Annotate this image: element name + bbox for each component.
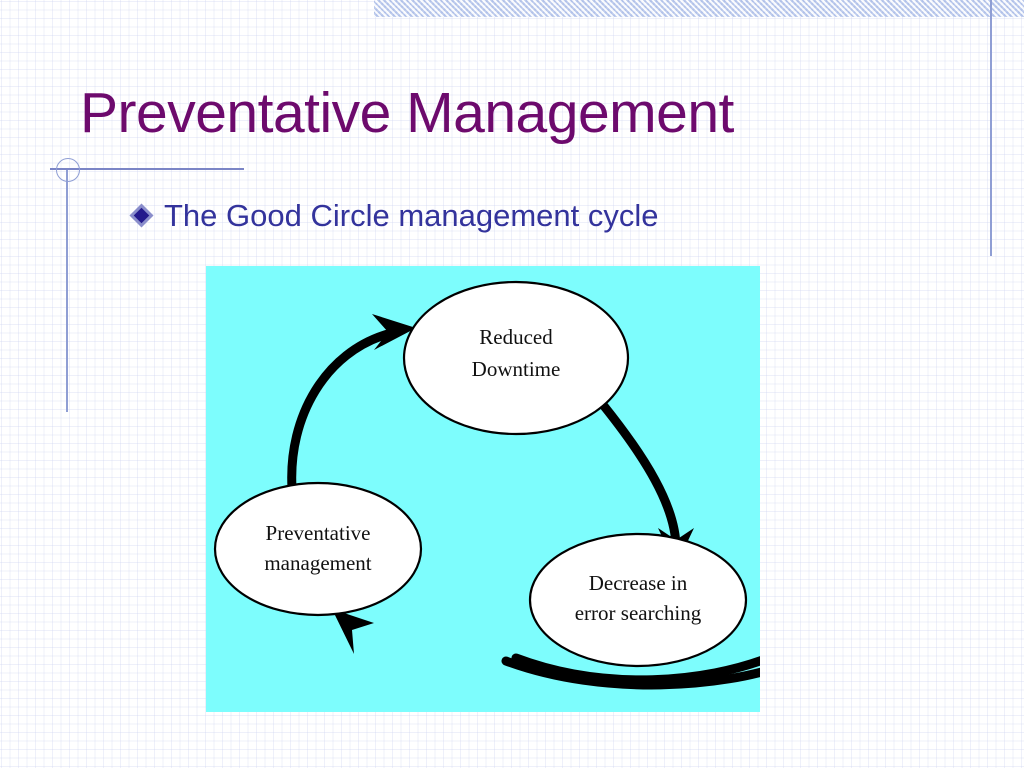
node-decrease-line1: Decrease in (589, 571, 688, 595)
bullet-item-label: The Good Circle management cycle (164, 198, 659, 233)
top-decorative-band (374, 0, 1024, 17)
diamond-bullet-icon (129, 203, 155, 229)
node-reduced-downtime: Reduced Downtime (402, 280, 630, 436)
node-reduced-downtime-line1: Reduced (479, 325, 553, 349)
node-decrease-error-searching: Decrease in error searching (528, 532, 748, 668)
node-reduced-downtime-line2: Downtime (472, 357, 561, 381)
right-vertical-rule (990, 0, 992, 256)
node-preventative-line1: Preventative (266, 521, 371, 545)
node-preventative-management: Preventative management (213, 481, 423, 617)
bullet-item: The Good Circle management cycle (129, 198, 659, 234)
page-title: Preventative Management (80, 81, 734, 145)
edge-preventative-to-reduced-downtime (287, 314, 416, 493)
left-vertical-rule (66, 168, 68, 412)
cycle-diagram: Reduced Downtime Decrease in error searc… (206, 266, 760, 712)
decorative-circle (56, 158, 80, 182)
node-preventative-line2: management (264, 551, 371, 575)
edge-decrease-to-preventative (332, 609, 760, 690)
node-decrease-line2: error searching (575, 601, 702, 625)
title-underline-rule (50, 168, 244, 170)
